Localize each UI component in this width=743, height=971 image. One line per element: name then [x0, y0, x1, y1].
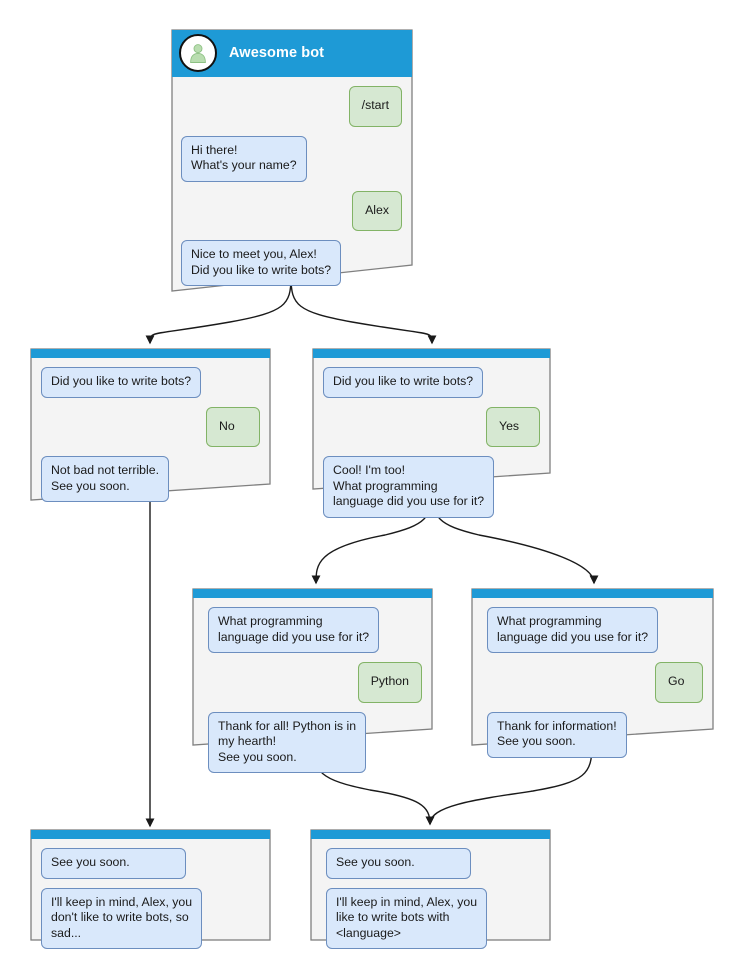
card-root-chat: /start Hi there! What's your name? Alex … [170, 77, 413, 295]
message-row: See you soon. [41, 848, 260, 879]
bot-bubble: I'll keep in mind, Alex, you like to wri… [326, 887, 488, 949]
message-row: Nice to meet you, Alex! Did you like to … [181, 240, 402, 286]
card-end-happy[interactable]: See you soon. I'll keep in mind, Alex, y… [310, 829, 551, 949]
user-bubble: /start [348, 86, 402, 127]
bot-bubble: Cool! I'm too! What programming language… [323, 456, 495, 518]
message-row: Thank for all! Python is in my hearth! S… [208, 711, 422, 773]
bot-bubble: See you soon. [326, 848, 471, 879]
message-row: Not bad not terrible. See you soon. [41, 456, 260, 502]
card-root-body: Awesome bot /start Hi there! What's your… [170, 29, 413, 292]
message-row: Alex [181, 190, 402, 231]
message-row: See you soon. [326, 848, 540, 879]
card-end-happy-body: See you soon. I'll keep in mind, Alex, y… [310, 829, 551, 949]
card-no-branch-chat: Did you like to write bots? No Not bad n… [30, 358, 271, 511]
bot-bubble: See you soon. [41, 848, 186, 879]
bot-bubble: Hi there! What's your name? [181, 135, 307, 182]
message-row: Cool! I'm too! What programming language… [323, 456, 540, 518]
card-root[interactable]: Awesome bot /start Hi there! What's your… [170, 29, 413, 292]
bot-bubble: Not bad not terrible. See you soon. [41, 456, 170, 502]
message-row: What programming language did you use fo… [208, 607, 422, 653]
message-row: Yes [323, 406, 540, 447]
card-end-happy-chat: See you soon. I'll keep in mind, Alex, y… [310, 839, 551, 958]
bot-bubble: Nice to meet you, Alex! Did you like to … [181, 240, 342, 286]
user-bubble: Alex [352, 190, 402, 231]
message-row: No [41, 406, 260, 447]
message-row: Thank for information! See you soon. [487, 711, 703, 758]
bot-bubble: Thank for all! Python is in my hearth! S… [208, 711, 367, 773]
bot-bubble: What programming language did you use fo… [208, 607, 380, 653]
user-bubble: Yes [486, 406, 540, 447]
card-python-branch[interactable]: What programming language did you use fo… [192, 588, 433, 773]
bot-bubble: Thank for information! See you soon. [487, 711, 627, 758]
message-row: Python [208, 662, 422, 703]
card-yes-branch-body: Did you like to write bots? Yes Cool! I'… [312, 348, 551, 518]
bot-bubble: Did you like to write bots? [323, 367, 484, 398]
person-avatar-icon [179, 33, 217, 72]
card-root-title: Awesome bot [229, 44, 325, 61]
user-bubble: No [206, 406, 260, 447]
message-row: Go [487, 662, 703, 703]
bot-bubble: Did you like to write bots? [41, 367, 202, 398]
bot-bubble: What programming language did you use fo… [487, 607, 659, 653]
card-yes-branch-chat: Did you like to write bots? Yes Cool! I'… [312, 358, 551, 527]
message-row: What programming language did you use fo… [487, 607, 703, 653]
bot-bubble: I'll keep in mind, Alex, you don't like … [41, 887, 203, 949]
user-bubble: Python [357, 662, 422, 703]
message-row: I'll keep in mind, Alex, you don't like … [41, 887, 260, 949]
card-end-sad[interactable]: See you soon. I'll keep in mind, Alex, y… [30, 829, 271, 949]
message-row: Did you like to write bots? [323, 367, 540, 398]
card-python-branch-body: What programming language did you use fo… [192, 588, 433, 773]
card-go-branch-chat: What programming language did you use fo… [471, 598, 714, 767]
card-no-branch[interactable]: Did you like to write bots? No Not bad n… [30, 348, 271, 502]
card-no-branch-body: Did you like to write bots? No Not bad n… [30, 348, 271, 502]
card-end-sad-body: See you soon. I'll keep in mind, Alex, y… [30, 829, 271, 949]
message-row: Did you like to write bots? [41, 367, 260, 398]
message-row: /start [181, 86, 402, 127]
card-python-branch-chat: What programming language did you use fo… [192, 598, 433, 782]
message-row: I'll keep in mind, Alex, you like to wri… [326, 887, 540, 949]
user-bubble: Go [655, 662, 703, 703]
message-row: Hi there! What's your name? [181, 135, 402, 182]
card-go-branch-body: What programming language did you use fo… [471, 588, 714, 758]
card-root-header: Awesome bot [170, 29, 413, 76]
card-end-sad-chat: See you soon. I'll keep in mind, Alex, y… [30, 839, 271, 958]
card-go-branch[interactable]: What programming language did you use fo… [471, 588, 714, 758]
card-yes-branch[interactable]: Did you like to write bots? Yes Cool! I'… [312, 348, 551, 518]
